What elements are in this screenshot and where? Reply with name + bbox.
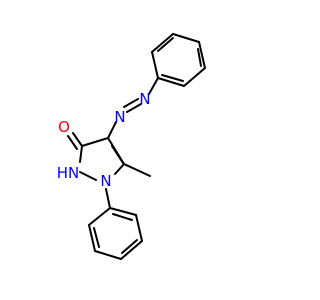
top-phenyl-ring <box>151 33 206 87</box>
atom-label-azo-n-upper: N <box>139 90 150 108</box>
atom-label-azo-n-lower: N <box>114 108 125 126</box>
bond <box>67 135 78 150</box>
atom-label-oxygen: O <box>58 118 70 136</box>
bond <box>88 224 96 252</box>
bond <box>123 163 151 177</box>
bond-inner <box>161 74 184 82</box>
azo-linkage <box>107 77 159 139</box>
bond <box>81 137 109 147</box>
bond <box>94 250 122 260</box>
bond <box>79 171 97 181</box>
bond <box>111 145 124 164</box>
bottom-phenyl-ring <box>88 188 143 260</box>
bond-inner <box>157 37 174 52</box>
bond <box>183 67 206 87</box>
bond <box>126 103 142 113</box>
bond-inner <box>121 239 138 254</box>
bond <box>114 163 125 175</box>
bond <box>88 207 111 226</box>
bond <box>107 121 117 139</box>
bond <box>135 214 143 242</box>
methyl-group <box>123 163 151 177</box>
bond <box>151 33 174 53</box>
bond <box>123 98 139 108</box>
bond <box>148 77 159 95</box>
bond <box>105 188 111 209</box>
pyrazole-ring <box>67 132 125 181</box>
bond <box>109 207 137 216</box>
bond-inner <box>197 48 202 67</box>
bond <box>198 41 206 69</box>
bond <box>172 33 200 43</box>
atom-label-ring-n1: N <box>100 172 111 190</box>
bond <box>151 51 159 79</box>
bond-inner <box>112 213 133 221</box>
bond <box>72 132 83 147</box>
bond <box>79 145 83 163</box>
bond <box>157 77 185 87</box>
bond-inner <box>93 227 100 248</box>
atom-label-ring-nh: HN <box>57 164 80 182</box>
molecule-structure-diagram: O N N N HN <box>57 33 206 260</box>
bond <box>120 240 143 260</box>
